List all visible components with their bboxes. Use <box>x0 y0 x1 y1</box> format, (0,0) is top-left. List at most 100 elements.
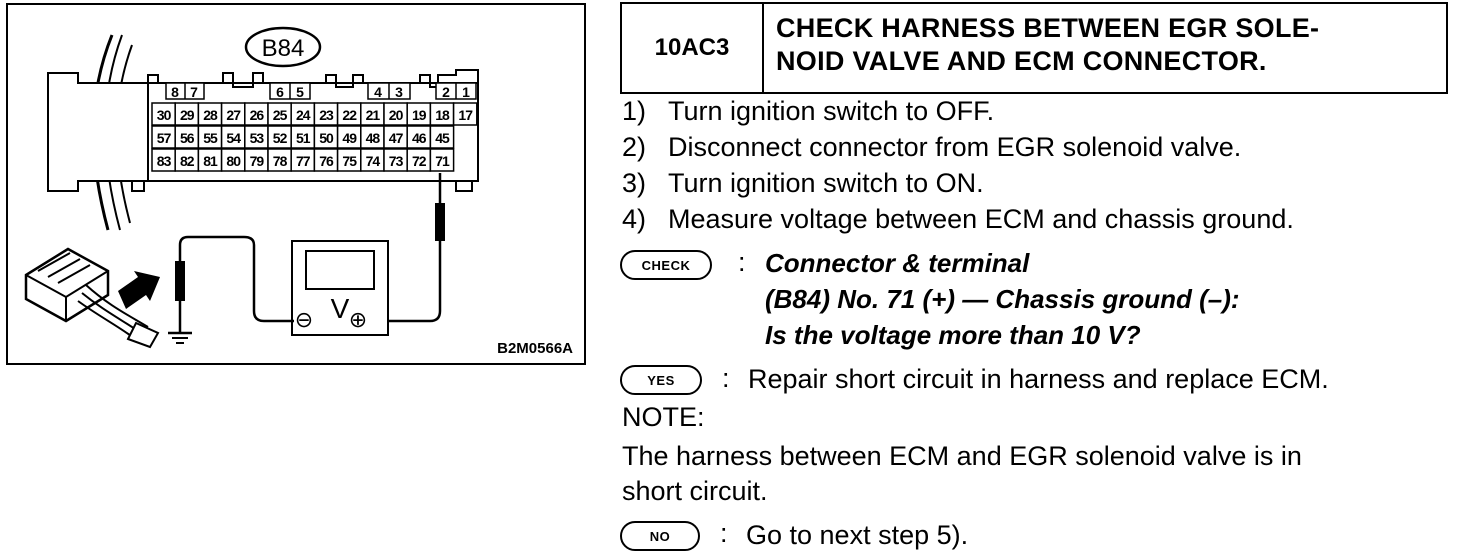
yes-text: Repair short circuit in harness and repl… <box>748 364 1329 394</box>
no-text: Go to next step 5). <box>746 520 969 550</box>
yes-colon: : <box>722 363 730 393</box>
egr-solenoid-connector-icon <box>24 247 160 349</box>
no-badge: NO <box>620 521 700 551</box>
pin-label: 53 <box>250 130 265 146</box>
procedure-text: Measure voltage between ECM and chassis … <box>668 204 1294 234</box>
step-header: 10AC3 CHECK HARNESS BETWEEN EGR SOLE- NO… <box>620 2 1448 94</box>
procedure-number: 1) <box>622 96 647 126</box>
step-title-line: CHECK HARNESS BETWEEN EGR SOLE- <box>776 13 1320 43</box>
pin-label: 45 <box>435 130 450 146</box>
pin-label: 28 <box>203 107 218 123</box>
pin-label: 80 <box>226 153 241 169</box>
pin-label: 19 <box>412 107 427 123</box>
arrow-icon <box>118 271 160 309</box>
pin-label: 21 <box>366 107 381 123</box>
pin-label: 26 <box>250 107 265 123</box>
pin-label: 48 <box>366 130 381 146</box>
pin-label: 25 <box>273 107 288 123</box>
pin-label: 72 <box>412 153 427 169</box>
pin-label: 81 <box>203 153 218 169</box>
pin-grid: 30 29 28 27 26 25 24 23 22 21 20 19 18 17 57 56 55 54 53 52… <box>151 102 478 172</box>
note-line: The harness between ECM and EGR solenoid… <box>622 441 1302 471</box>
figure-code: B2M0566A <box>497 340 573 357</box>
procedure-text: Disconnect connector from EGR solenoid v… <box>668 132 1242 162</box>
note-line: short circuit. <box>622 476 768 506</box>
pin-label: 78 <box>273 153 288 169</box>
top-pin-row: 8 7 6 5 4 3 2 1 <box>165 82 477 100</box>
diagram-svg: B84 8 7 6 5 4 3 2 1 <box>24 26 573 357</box>
pin-label: 47 <box>389 130 404 146</box>
check-line: (B84) No. 71 (+) — Chassis ground (–): <box>765 284 1240 314</box>
procedure-number: 2) <box>622 132 647 162</box>
check-badge: CHECK <box>620 250 712 280</box>
step-title: CHECK HARNESS BETWEEN EGR SOLE- NOID VAL… <box>764 4 1446 92</box>
procedure-number: 3) <box>622 168 647 198</box>
pin-label: 77 <box>296 153 311 169</box>
probe-lead-negative <box>178 235 294 323</box>
pin-label: 73 <box>389 153 404 169</box>
ground-icon <box>168 331 192 344</box>
pin-label: 3 <box>395 84 403 100</box>
check-colon: : <box>738 247 746 277</box>
step-title-line: NOID VALVE AND ECM CONNECTOR. <box>776 46 1267 76</box>
procedure-item: 1) Turn ignition switch to OFF. <box>622 94 994 128</box>
connector-body-left <box>47 72 149 192</box>
pin-label: 7 <box>190 84 198 100</box>
pin-label: 54 <box>226 130 241 146</box>
pin-label: 30 <box>157 107 172 123</box>
pin-cell <box>452 102 478 126</box>
pin-label: 82 <box>180 153 195 169</box>
connector-label: B84 <box>262 35 305 62</box>
pin-label: 2 <box>442 84 450 100</box>
pin-label: 4 <box>374 84 382 100</box>
check-line: Is the voltage more than 10 V? <box>765 320 1141 350</box>
pin-cell <box>429 125 455 149</box>
pin-label: 49 <box>342 130 357 146</box>
check-line: Connector & terminal <box>765 248 1030 278</box>
pin-label: 57 <box>157 130 172 146</box>
yes-badge: YES <box>620 365 702 395</box>
wiring-diagram: B84 8 7 6 5 4 3 2 1 <box>6 3 586 365</box>
minus-terminal-icon: ⊖ <box>295 307 313 332</box>
pin-label: 1 <box>462 84 470 100</box>
pin-label: 71 <box>435 153 450 169</box>
note-label: NOTE: <box>622 402 705 432</box>
procedure-item: 3) Turn ignition switch to ON. <box>622 166 984 200</box>
voltmeter-symbol: V <box>331 293 350 324</box>
pin-label: 46 <box>412 130 427 146</box>
pin-label: 29 <box>180 107 195 123</box>
pin-cell <box>429 148 455 172</box>
pin-label: 18 <box>435 107 450 123</box>
pin-label: 5 <box>296 84 304 100</box>
probe-tip-positive <box>435 203 445 241</box>
pin-label: 27 <box>226 107 241 123</box>
pin-label: 51 <box>296 130 311 146</box>
procedure-text: Turn ignition switch to ON. <box>668 168 984 198</box>
pin-label: 75 <box>342 153 357 169</box>
pin-label: 24 <box>296 107 311 123</box>
connector-label-oval <box>244 26 322 68</box>
pin-label: 23 <box>319 107 334 123</box>
pin-label: 22 <box>342 107 357 123</box>
pin-label: 20 <box>389 107 404 123</box>
voltmeter-display <box>305 250 375 290</box>
plus-terminal-icon: ⊕ <box>349 307 367 332</box>
pin-label: 56 <box>180 130 195 146</box>
pin-label: 74 <box>366 153 381 169</box>
procedure-item: 4) Measure voltage between ECM and chassi… <box>622 202 1294 236</box>
pin-label: 6 <box>276 84 284 100</box>
pin-label: 17 <box>458 107 473 123</box>
procedure-text: Turn ignition switch to OFF. <box>668 96 995 126</box>
pin-label: 52 <box>273 130 288 146</box>
pin-label: 8 <box>171 84 179 100</box>
no-colon: : <box>720 518 728 548</box>
pin-label: 76 <box>319 153 334 169</box>
probe-tip-negative <box>175 261 185 301</box>
step-id: 10AC3 <box>622 4 764 92</box>
pin-label: 50 <box>319 130 334 146</box>
pin-label: 83 <box>157 153 172 169</box>
procedure-item: 2) Disconnect connector from EGR solenoid… <box>622 130 1241 164</box>
pin-label: 55 <box>203 130 218 146</box>
procedure-number: 4) <box>622 204 647 234</box>
pin-label: 79 <box>250 153 265 169</box>
